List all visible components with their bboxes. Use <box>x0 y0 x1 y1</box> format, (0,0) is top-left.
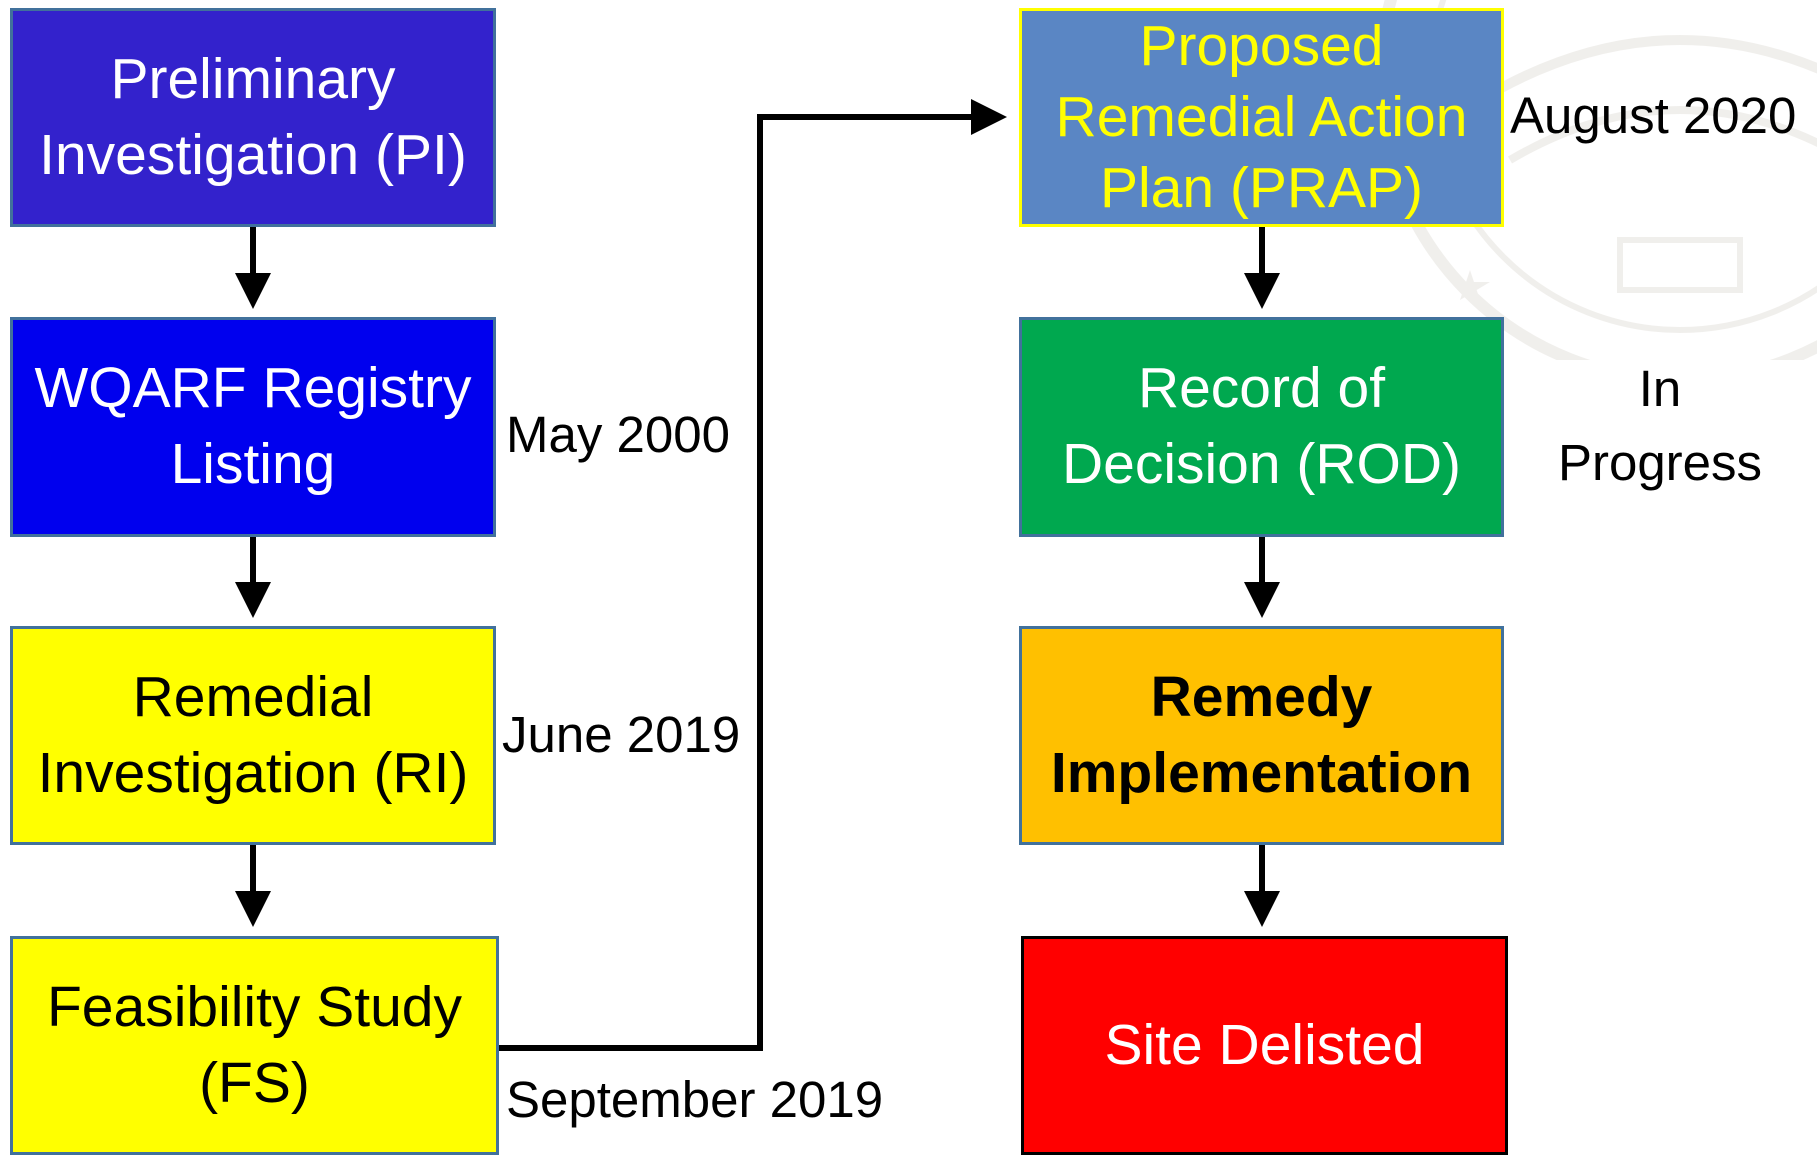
feasibility-study-label: Feasibility Study (FS) <box>46 974 462 1115</box>
preliminary-investigation-label: Preliminary Investigation (PI) <box>39 46 467 187</box>
date-label-wqarf: May 2000 <box>506 406 730 463</box>
arrow-fs-to-prap <box>497 99 1007 1051</box>
site-delisted-label: Site Delisted <box>1104 1012 1425 1077</box>
wqarf-registry-listing-box: WQARF Registry Listing <box>10 317 496 537</box>
date-label-fs: September 2019 <box>506 1071 884 1128</box>
remedial-investigation-box: Remedial Investigation (RI) <box>10 626 496 845</box>
status-label-rod: In Progress <box>1557 360 1763 491</box>
date-label-ri: June 2019 <box>502 706 741 763</box>
date-label-prap: August 2020 <box>1510 87 1797 144</box>
preliminary-investigation-box: Preliminary Investigation (PI) <box>10 8 496 227</box>
record-of-decision-box: Record of Decision (ROD) <box>1019 317 1504 537</box>
record-of-decision-label: Record of Decision (ROD) <box>1061 356 1462 496</box>
prap-box: Proposed Remedial Action Plan (PRAP) <box>1019 8 1504 227</box>
remedial-investigation-label: Remedial Investigation (RI) <box>37 664 469 805</box>
prap-label: Proposed Remedial Action Plan (PRAP) <box>1055 13 1468 221</box>
wqarf-registry-listing-label: WQARF Registry Listing <box>34 356 472 496</box>
site-delisted-box: Site Delisted <box>1021 936 1508 1155</box>
remedy-implementation-label: Remedy Implementation <box>1050 664 1473 805</box>
remedy-implementation-box: Remedy Implementation <box>1019 626 1504 845</box>
feasibility-study-box: Feasibility Study (FS) <box>10 936 499 1155</box>
